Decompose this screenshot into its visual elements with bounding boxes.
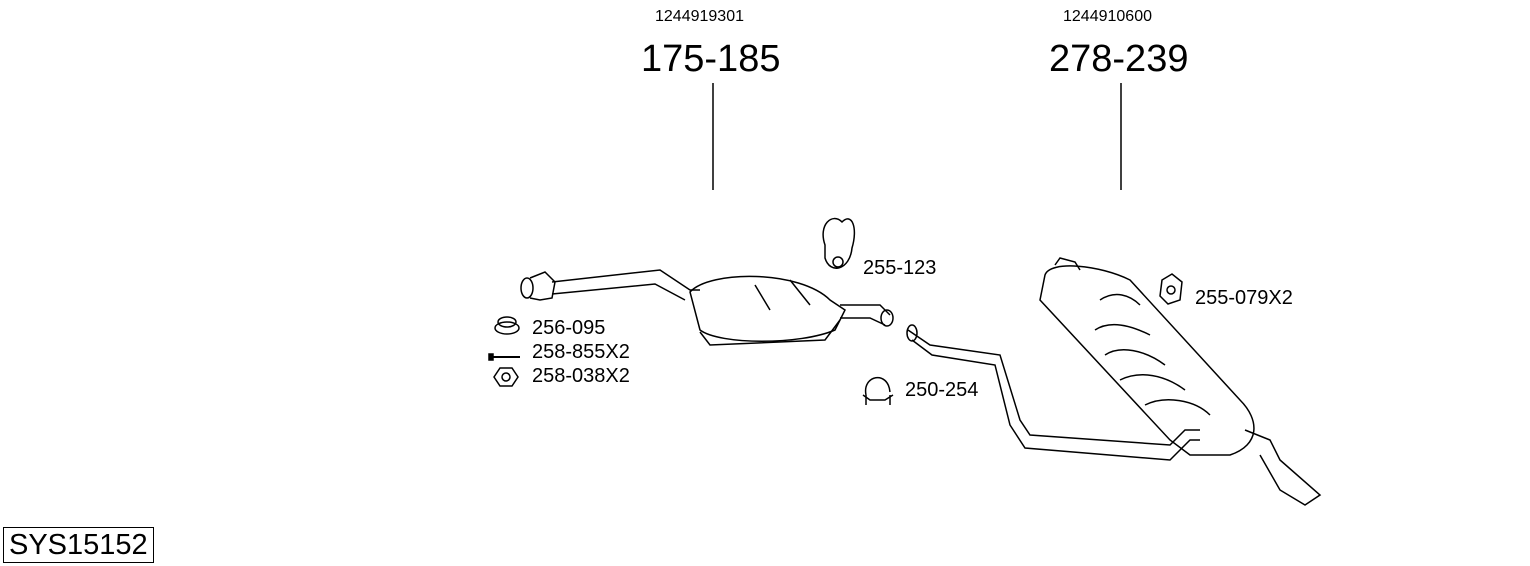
- accessory-label[interactable]: 255-079X2: [1195, 287, 1293, 309]
- accessory-label[interactable]: 256-095: [532, 317, 606, 339]
- hanger-bracket-icon: [1159, 273, 1183, 305]
- accessory-label[interactable]: 258-855X2: [532, 341, 630, 363]
- accessory-label[interactable]: 255-123: [863, 257, 937, 279]
- nut-icon: [493, 367, 519, 387]
- oe-number: 1244919301: [655, 8, 744, 25]
- system-id-box: SYS15152: [3, 527, 154, 563]
- oe-number: 1244910600: [1063, 8, 1152, 25]
- middle-silencer-175-185[interactable]: [520, 269, 894, 346]
- part-number[interactable]: 278-239: [1049, 38, 1189, 80]
- rubber-hanger-icon: [822, 217, 856, 269]
- bolt-icon: [488, 353, 520, 361]
- pipe-clamp-icon: [862, 376, 894, 405]
- part-number[interactable]: 175-185: [641, 38, 781, 80]
- accessory-label[interactable]: 258-038X2: [532, 365, 630, 387]
- sealing-ring-icon: [494, 316, 520, 335]
- accessory-label[interactable]: 250-254: [905, 379, 979, 401]
- rear-silencer-278-239[interactable]: [906, 257, 1322, 506]
